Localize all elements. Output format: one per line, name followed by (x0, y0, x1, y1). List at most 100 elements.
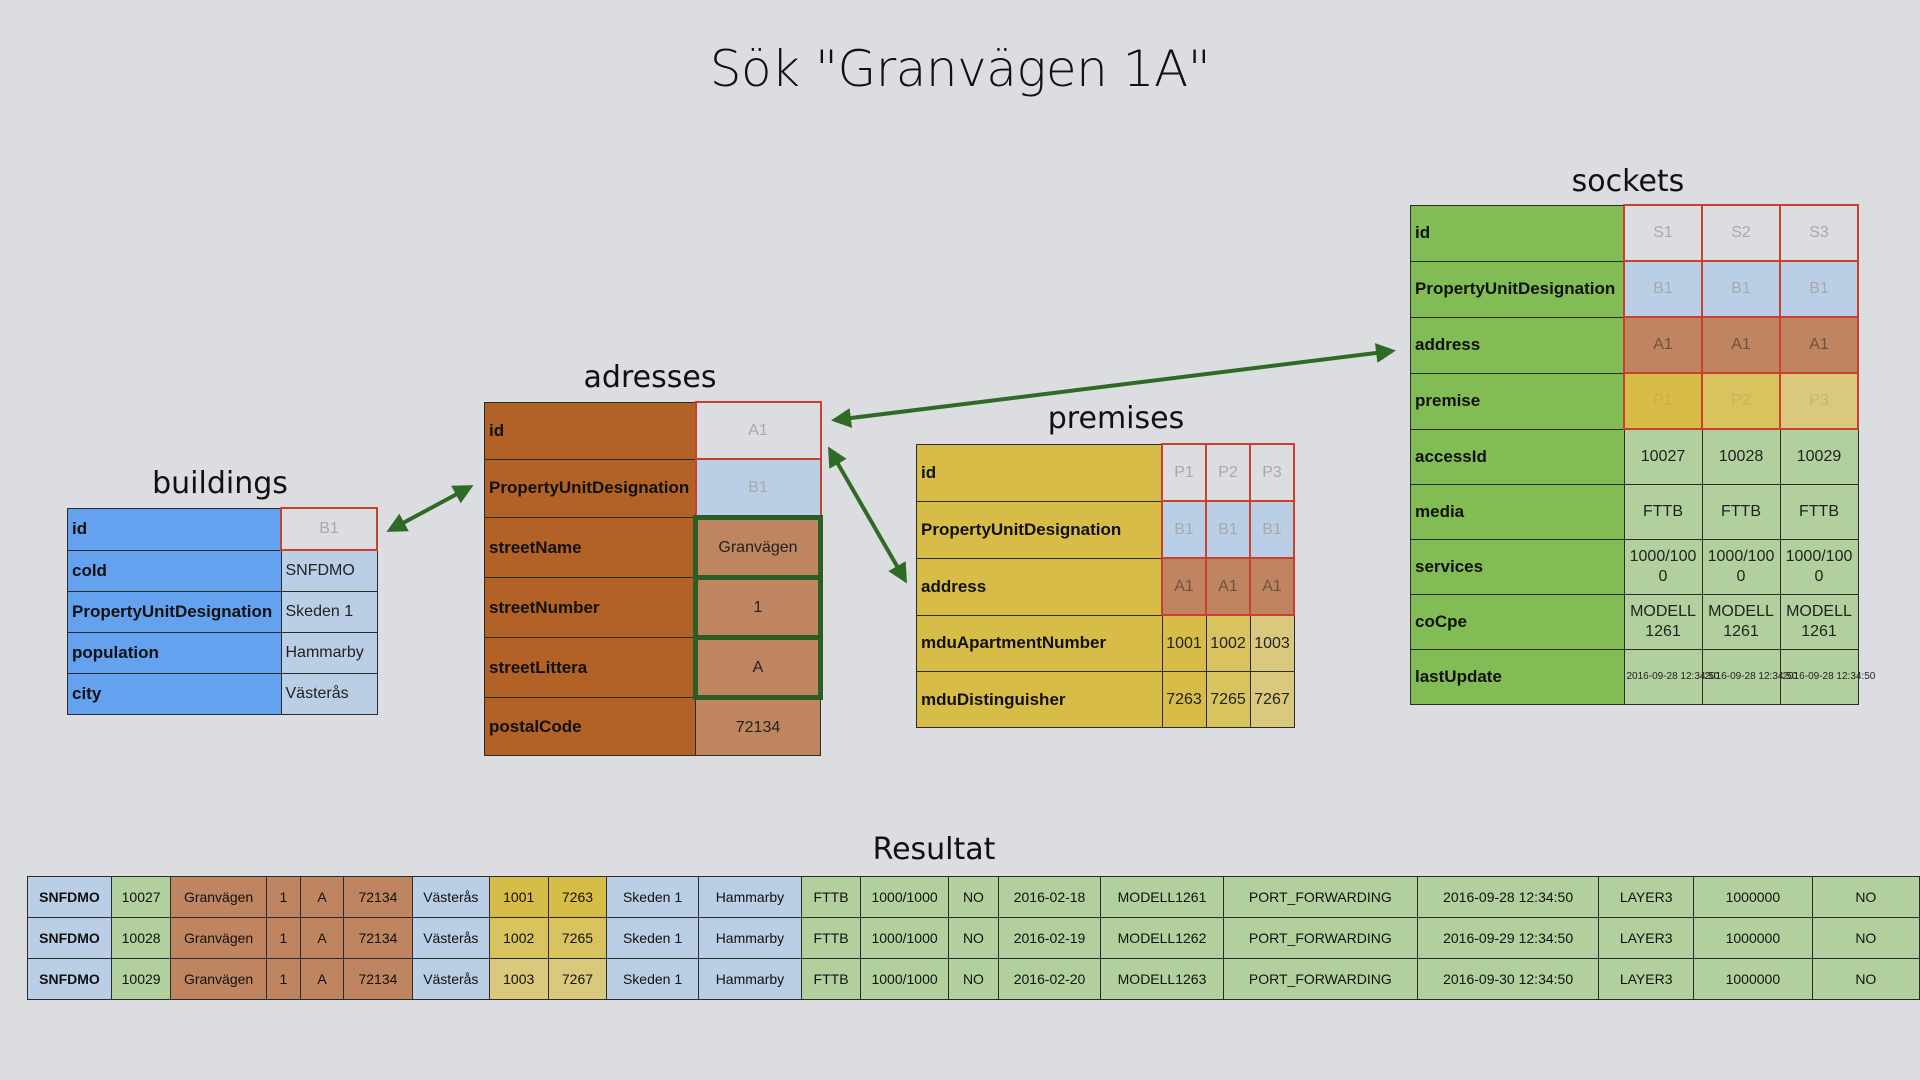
adresses-table: id A1 PropertyUnitDesignation B1 streetN… (484, 401, 823, 756)
field-value: B1 (694, 458, 822, 519)
field-name: city (67, 673, 282, 715)
result-cell: NO (948, 917, 999, 959)
field-name: PropertyUnitDesignation (67, 591, 282, 633)
field-value: Hammarby (280, 632, 378, 674)
adresses-row-streetlittera: streetLittera A (484, 635, 823, 700)
sockets-row-propertyunitdesignation: PropertyUnitDesignation B1 B1 B1 (1410, 260, 1859, 318)
result-cell: MODELL1262 (1100, 917, 1224, 959)
field-value: S3 (1779, 204, 1859, 262)
buildings-row-id: id B1 (67, 507, 378, 551)
field-value: B1 (280, 507, 378, 551)
field-value: B1 (1623, 260, 1703, 318)
field-value: 2016-09-28 12:34:50 (1701, 649, 1797, 705)
result-cell: 2016-09-30 12:34:50 (1416, 958, 1600, 1000)
field-value: 2016-09-28 12:34:50 (1623, 649, 1719, 705)
field-name: mduDistinguisher (916, 671, 1163, 728)
result-cell: 10028 (110, 917, 172, 959)
search-match-value: A (693, 635, 823, 700)
adresses-row-propertyunitdesignation: PropertyUnitDesignation B1 (484, 458, 822, 519)
result-cell: A (299, 876, 345, 918)
result-cell: Skeden 1 (606, 917, 699, 959)
sockets-row-services: services 1000/1000 1000/1000 1000/1000 (1410, 539, 1859, 595)
field-value: 10027 (1623, 428, 1703, 485)
field-value: 2016-09-28 12:34:50 (1779, 649, 1875, 705)
result-cell: Granvägen (170, 958, 267, 1000)
result-cell: 10027 (110, 876, 172, 918)
result-cell: 10029 (110, 958, 172, 1000)
result-cell: 7263 (547, 876, 608, 918)
field-name: streetName (484, 517, 696, 578)
page-title: Sök "Granvägen 1A" (709, 40, 1211, 98)
field-value: A1 (1623, 316, 1703, 374)
result-cell: 1 (265, 917, 301, 959)
result-cell: 72134 (343, 876, 413, 918)
field-value: B1 (1205, 500, 1251, 559)
field-name: postalCode (484, 697, 696, 756)
field-value: B1 (1779, 260, 1859, 318)
field-value: 10028 (1701, 428, 1781, 485)
result-cell: FTTB (801, 958, 862, 1000)
result-cell: 2016-02-18 (997, 876, 1102, 918)
result-cell: PORT_FORWARDING (1222, 958, 1418, 1000)
result-cell: Hammarby (697, 917, 803, 959)
result-cell: 1000/1000 (860, 876, 950, 918)
result-cell: LAYER3 (1598, 958, 1695, 1000)
field-value: P1 (1161, 443, 1207, 502)
arrow-adresses-sockets (831, 343, 1396, 428)
field-name: address (916, 557, 1163, 616)
result-cell: SNFDMO (27, 917, 112, 959)
field-name: cold (67, 549, 282, 592)
result-cell: FTTB (801, 876, 862, 918)
arrow-adresses-premises (828, 446, 907, 584)
premises-row-mdudistinguisher: mduDistinguisher 7263 7265 7267 (916, 671, 1295, 728)
field-name: streetNumber (484, 577, 696, 638)
field-name: services (1410, 539, 1625, 595)
result-cell: Västerås (411, 917, 490, 959)
result-title: Resultat (872, 832, 996, 867)
result-cell: 2016-09-28 12:34:50 (1416, 876, 1600, 918)
field-name: id (1410, 204, 1625, 262)
result-cell: 2016-09-29 12:34:50 (1416, 917, 1600, 959)
field-value: MODELL1261 (1701, 594, 1781, 650)
adresses-row-streetnumber: streetNumber 1 (484, 575, 823, 640)
buildings-table: id B1 cold SNFDMO PropertyUnitDesignatio… (67, 507, 378, 715)
result-cell: A (299, 958, 345, 1000)
field-value: 10029 (1779, 428, 1859, 485)
field-value: 1002 (1205, 614, 1251, 672)
sockets-row-premise: premise P1 P2 P3 (1410, 372, 1859, 430)
field-value: FTTB (1779, 484, 1859, 540)
field-value: 1003 (1249, 614, 1295, 672)
field-value: 1000/1000 (1779, 539, 1859, 595)
buildings-row-population: population Hammarby (67, 632, 378, 674)
adresses-row-streetname: streetName Granvägen (484, 515, 823, 580)
field-value: P3 (1779, 372, 1859, 430)
result-cell: 1001 (488, 876, 549, 918)
adresses-row-id: id A1 (484, 401, 822, 460)
buildings-title: buildings (152, 466, 288, 501)
result-cell: NO (1811, 876, 1920, 918)
field-name: coCpe (1410, 594, 1625, 650)
result-cell: SNFDMO (27, 958, 112, 1000)
field-value: 7265 (1205, 671, 1251, 728)
field-value: P2 (1701, 372, 1781, 430)
result-cell: 1002 (488, 917, 549, 959)
result-cell: Granvägen (170, 917, 267, 959)
field-name: premise (1410, 372, 1625, 430)
sockets-row-media: media FTTB FTTB FTTB (1410, 484, 1859, 540)
result-cell: Skeden 1 (606, 958, 699, 1000)
field-value: 1001 (1161, 614, 1207, 672)
result-cell: NO (1811, 958, 1920, 1000)
result-cell: 1000/1000 (860, 958, 950, 1000)
premises-table: id P1 P2 P3 PropertyUnitDesignation B1 B… (916, 443, 1295, 728)
sockets-row-cocpe: coCpe MODELL1261 MODELL1261 MODELL1261 (1410, 594, 1859, 650)
result-cell: LAYER3 (1598, 876, 1695, 918)
adresses-row-postalcode: postalCode 72134 (484, 697, 821, 756)
result-cell: LAYER3 (1598, 917, 1695, 959)
result-cell: MODELL1261 (1100, 876, 1224, 918)
result-cell: 1003 (488, 958, 549, 1000)
field-value: A1 (694, 401, 822, 460)
premises-row-mduapartmentnumber: mduApartmentNumber 1001 1002 1003 (916, 614, 1295, 672)
